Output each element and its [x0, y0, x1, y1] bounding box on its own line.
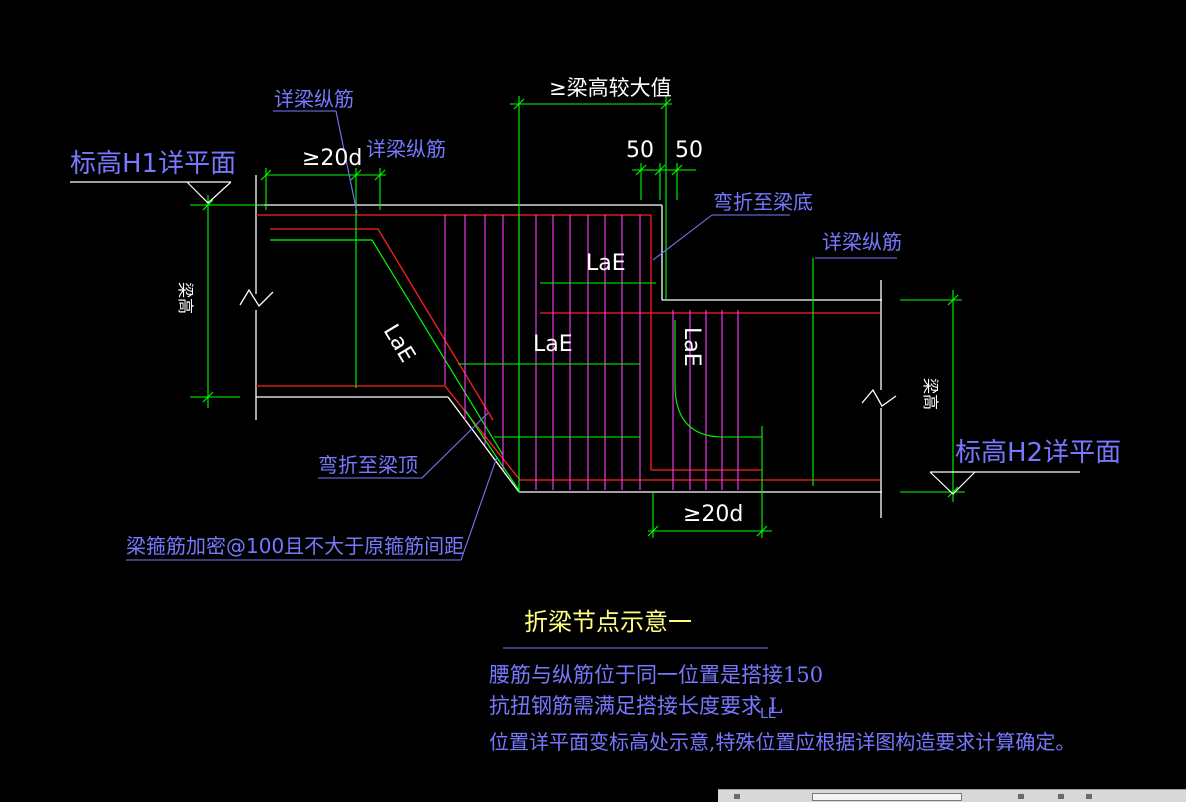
ge20d-bottom-dim: ≥20d: [683, 502, 743, 527]
toolbar-dot-icon: [734, 794, 740, 799]
drawing-title: 折梁节点示意一: [524, 608, 692, 636]
bend-to-bottom-label: 弯折至梁底: [713, 190, 813, 214]
command-input-field[interactable]: [812, 793, 962, 801]
elevation-symbols: [70, 181, 1080, 495]
beam-height-left-label: 梁高: [176, 282, 195, 314]
ge20d-top-dim: ≥20d: [302, 146, 362, 171]
detail-long-bar-top-label: 详梁纵筋: [274, 87, 354, 111]
lae-diag-dim: LaE: [378, 320, 420, 367]
lae-mid-dim: LaE: [533, 332, 573, 357]
fifty-b-dim: 50: [675, 138, 703, 163]
bottom-toolbar-strip: [718, 789, 1186, 802]
bend-to-top-label: 弯折至梁顶: [318, 453, 418, 477]
detail-long-bar-right-label: 详梁纵筋: [822, 230, 902, 254]
toolbar-dot-icon: [1018, 794, 1024, 799]
dimension-lines: [190, 96, 965, 538]
lae-top-dim: LaE: [586, 251, 626, 276]
fifty-a-dim: 50: [626, 138, 654, 163]
leader-lines: [126, 110, 897, 649]
beam-height-right-label: 梁高: [921, 378, 940, 410]
max-beam-height-dim: ≥梁高较大值: [549, 76, 672, 100]
longitudinal-bars: [256, 214, 880, 481]
note-line-2: 抗扭钢筋需满足搭接长度要求 L: [489, 694, 783, 718]
elev-h1-label: 标高H1详平面: [70, 149, 236, 179]
elev-h2-label: 标高H2详平面: [955, 438, 1121, 468]
stirrup-note-label: 梁箍筋加密@100且不大于原箍筋间距: [126, 534, 464, 558]
toolbar-dot-icon: [1058, 794, 1064, 799]
lae-vert-dim: LaE: [679, 327, 704, 367]
diagonal-bars: [270, 239, 521, 493]
note-line-2-subscript: LE: [760, 706, 777, 722]
note-line-3: 位置详平面变标高处示意,特殊位置应根据详图构造要求计算确定。: [489, 730, 1075, 754]
note-line-1: 腰筋与纵筋位于同一位置是搭接150: [489, 663, 823, 687]
toolbar-dot-icon: [1086, 794, 1092, 799]
anchor-bars: [458, 282, 763, 446]
detail-long-bar-mid-label: 详梁纵筋: [366, 137, 446, 161]
